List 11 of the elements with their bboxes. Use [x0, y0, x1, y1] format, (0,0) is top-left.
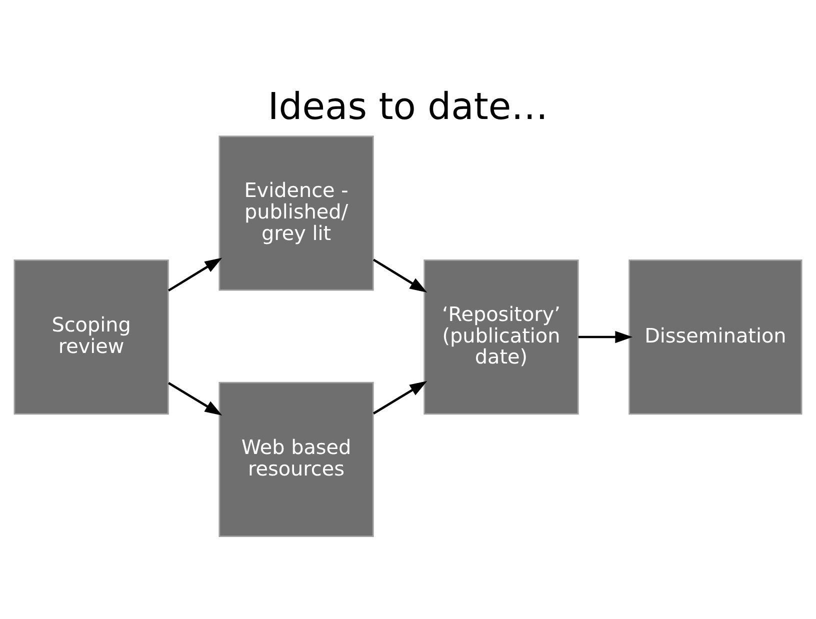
arrow: [168, 382, 222, 415]
arrow: [372, 380, 428, 414]
node-box: ‘Repository’ (publication date): [424, 258, 579, 414]
node-box: Evidence - published/ grey lit: [218, 135, 374, 290]
diagram-title: Ideas to date…: [268, 84, 548, 128]
arrow: [578, 330, 633, 343]
arrow: [372, 258, 428, 292]
arrow: [168, 257, 222, 292]
node-box: Dissemination: [628, 258, 802, 414]
node-box: Web based resources: [218, 381, 374, 537]
node-box: Scoping review: [14, 258, 169, 414]
